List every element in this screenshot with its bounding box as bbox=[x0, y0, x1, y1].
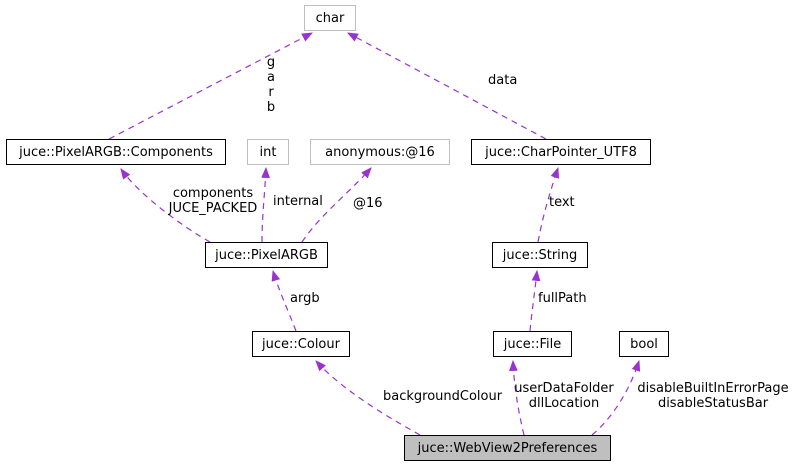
node-int: int bbox=[247, 139, 289, 165]
node-char: char bbox=[304, 5, 356, 31]
edge-label-components: components JUCE_PACKED bbox=[164, 186, 262, 216]
edge-label-background-colour: backgroundColour bbox=[383, 389, 503, 404]
edge-label-components-line2: JUCE_PACKED bbox=[168, 201, 258, 216]
edge-label-disable-flags-line2: disableStatusBar bbox=[657, 396, 769, 411]
node-file[interactable]: juce::File bbox=[493, 331, 572, 357]
edge-label-char-member-a: a bbox=[267, 70, 275, 85]
edge-label-text: text bbox=[549, 195, 575, 210]
edge-label-data: data bbox=[488, 73, 518, 88]
node-pixel-argb[interactable]: juce::PixelARGB bbox=[205, 242, 328, 268]
node-bool: bool bbox=[619, 331, 669, 357]
node-webview2-preferences: juce::WebView2Preferences bbox=[404, 435, 611, 461]
edge-label-char-member-r: r bbox=[268, 85, 274, 100]
edge-char-members bbox=[108, 32, 313, 140]
edge-label-disable-flags: disableBuiltInErrorPage disableStatusBar bbox=[632, 381, 794, 411]
edge-label-user-data: userDataFolder dllLocation bbox=[511, 381, 617, 411]
node-pixel-argb-components[interactable]: juce::PixelARGB::Components bbox=[6, 139, 226, 165]
edge-label-internal: internal bbox=[273, 194, 323, 209]
edge-label-argb: argb bbox=[290, 291, 320, 306]
edge-label-components-line1: components bbox=[172, 186, 254, 201]
edge-label-disable-flags-line1: disableBuiltInErrorPage bbox=[637, 381, 789, 396]
node-char-pointer-utf8[interactable]: juce::CharPointer_UTF8 bbox=[471, 139, 651, 165]
edge-label-at16: @16 bbox=[353, 196, 383, 211]
edge-label-char-members: g a r b bbox=[263, 55, 279, 115]
edge-fullpath bbox=[529, 269, 541, 332]
node-colour[interactable]: juce::Colour bbox=[252, 331, 350, 357]
edge-internal bbox=[261, 166, 270, 243]
edge-label-user-data-line1: userDataFolder bbox=[514, 381, 614, 396]
edge-label-fullpath: fullPath bbox=[538, 291, 587, 306]
edge-label-char-member-b: b bbox=[266, 100, 276, 115]
edge-label-char-member-g: g bbox=[266, 55, 276, 70]
node-anonymous-16: anonymous:@16 bbox=[310, 139, 450, 165]
node-string[interactable]: juce::String bbox=[492, 242, 588, 268]
edge-label-user-data-line2: dllLocation bbox=[528, 396, 600, 411]
